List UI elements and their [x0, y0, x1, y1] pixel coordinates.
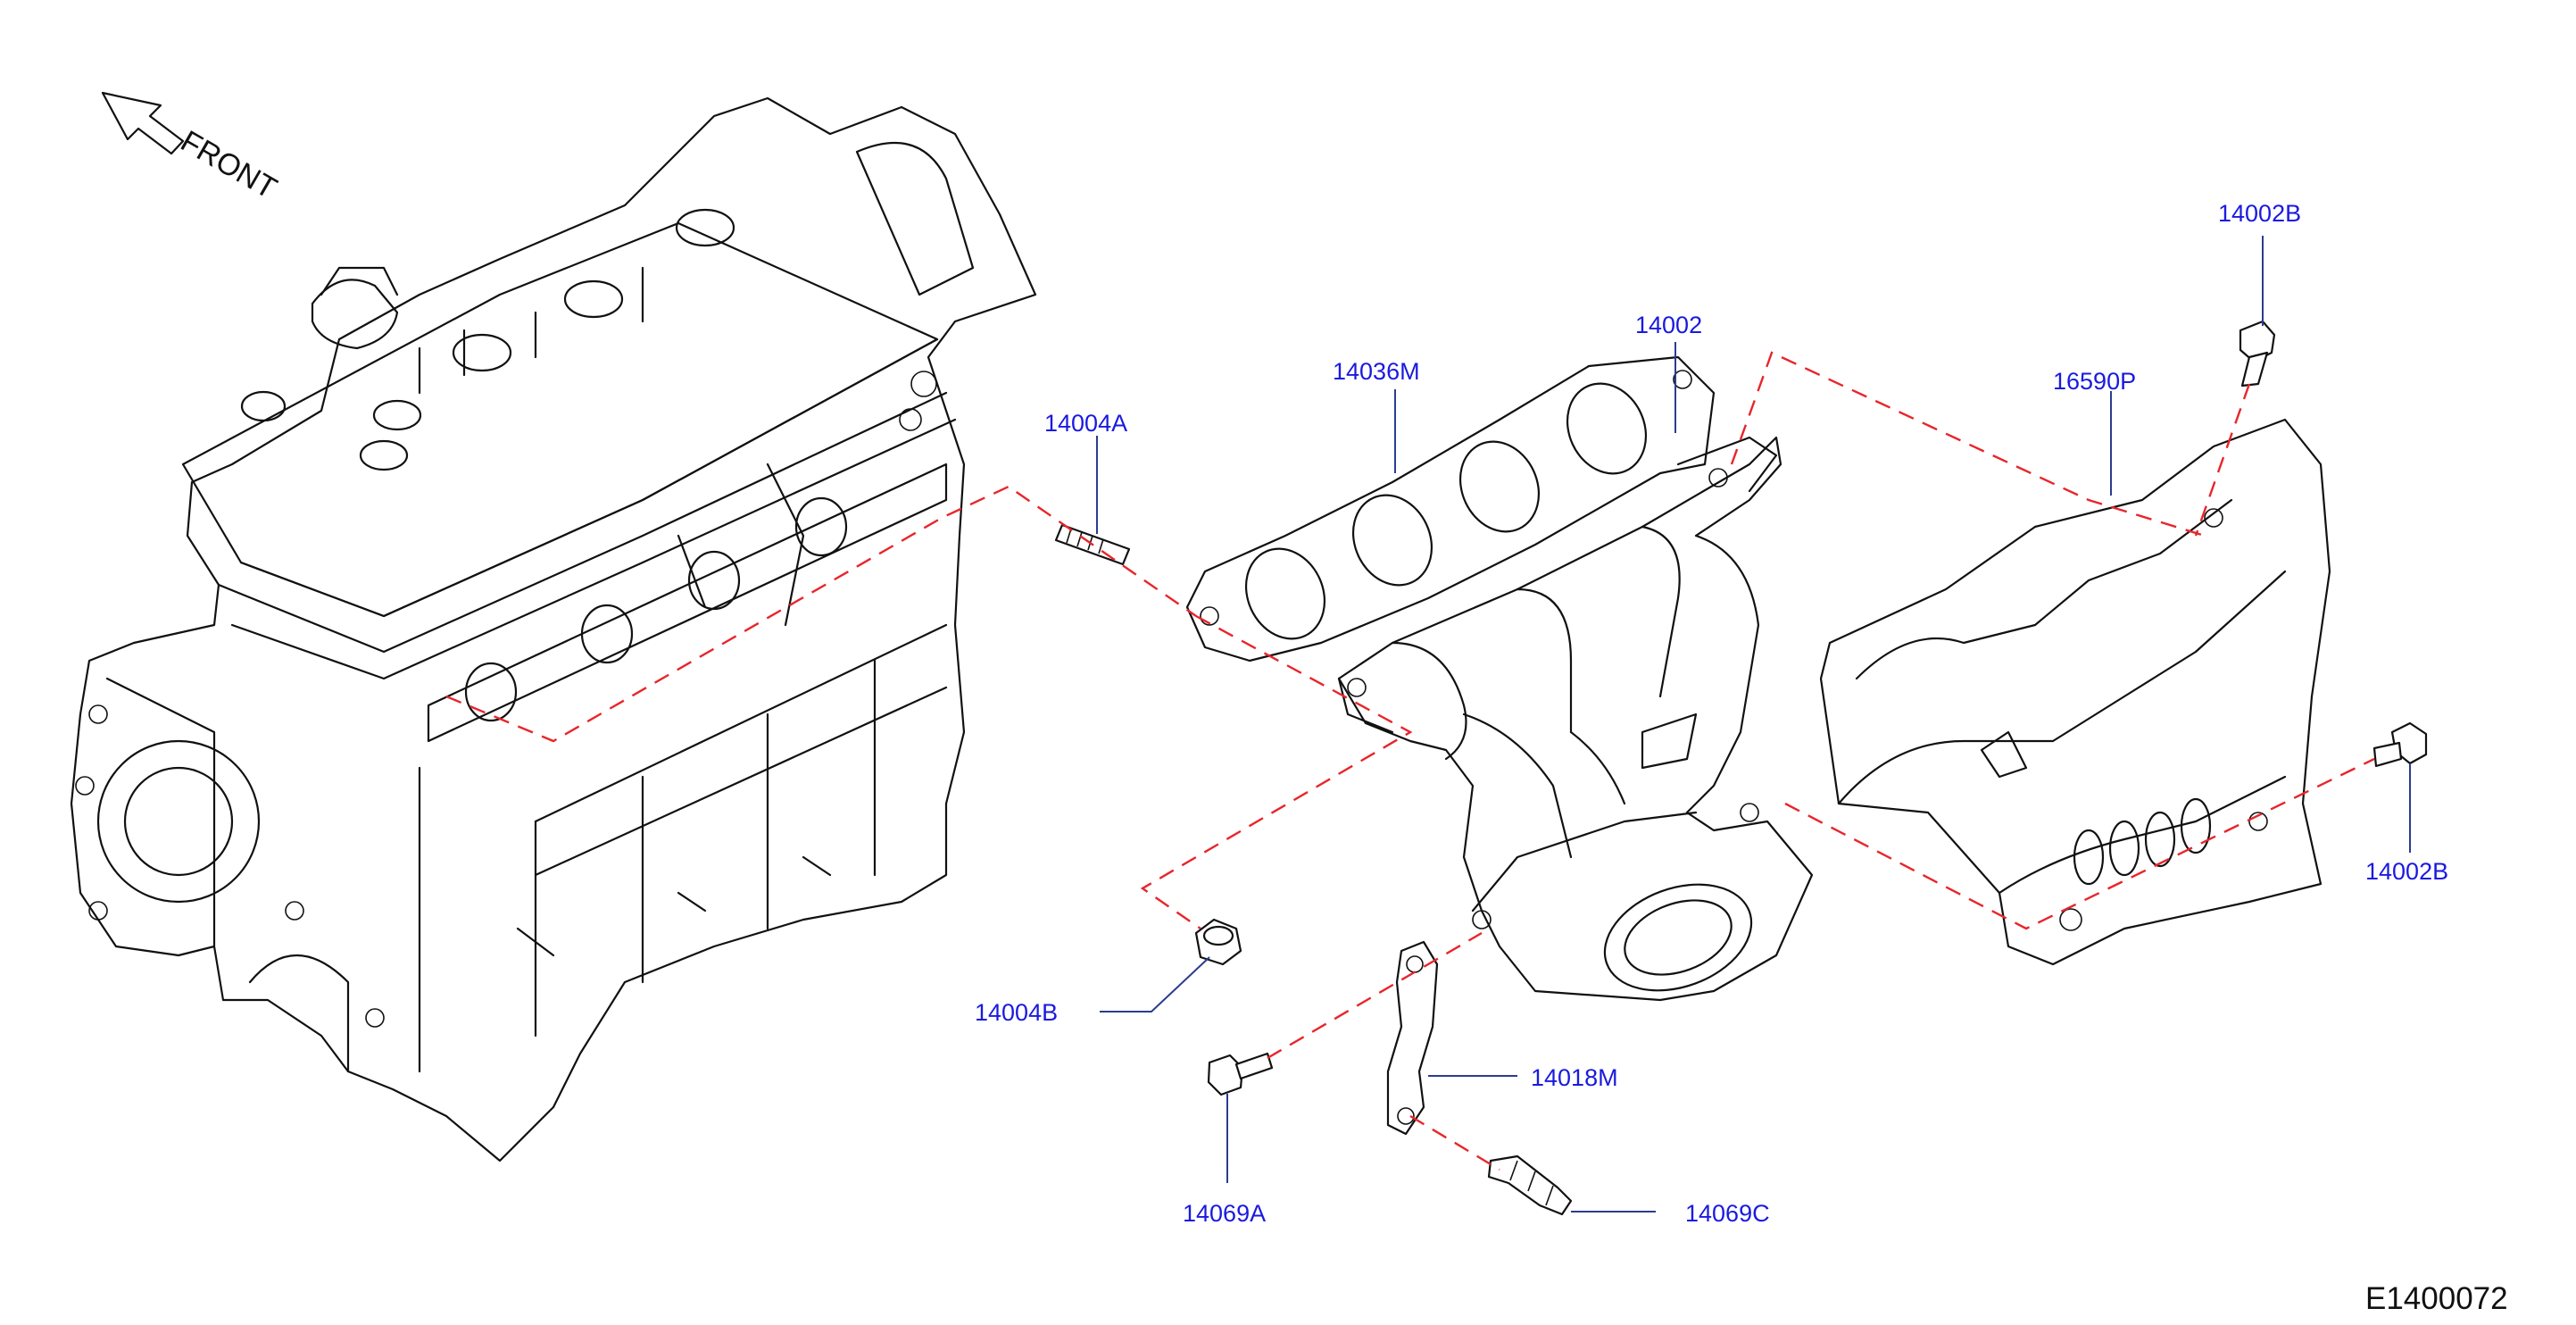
callout-14036m[interactable]: 14036M [1333, 358, 1420, 385]
engine-block [70, 96, 1037, 1162]
stud-14069c [1487, 1154, 1573, 1216]
callout-14004b[interactable]: 14004B [975, 999, 1058, 1026]
bolt-14002b-top [2239, 320, 2276, 388]
front-label: FRONT [175, 124, 282, 205]
leader-lines [1096, 236, 2411, 1212]
front-arrow-icon [101, 91, 185, 155]
exhaust-manifold-gasket [1185, 355, 1716, 662]
callout-16590p[interactable]: 16590P [2053, 368, 2136, 395]
bolt-14002b-right [2372, 721, 2428, 768]
callout-14018m[interactable]: 14018M [1531, 1064, 1618, 1091]
callout-14002[interactable]: 14002 [1635, 312, 1702, 338]
bracket-14018m [1386, 940, 1439, 1136]
manifold-heat-cover [1819, 418, 2331, 966]
callout-14004a[interactable]: 14004A [1044, 410, 1127, 437]
callout-14069c[interactable]: 14069C [1685, 1200, 1770, 1227]
nut-14004b [1194, 918, 1242, 966]
assembly-lines [445, 351, 2375, 1171]
callout-14002b-right[interactable]: 14002B [2365, 858, 2448, 885]
bolt-14069a [1207, 1052, 1274, 1096]
exhaust-manifold [1337, 436, 1814, 1002]
callout-14069a[interactable]: 14069A [1183, 1200, 1266, 1227]
callout-14002b-top[interactable]: 14002B [2218, 200, 2301, 227]
diagram-code: E1400072 [2365, 1281, 2508, 1316]
